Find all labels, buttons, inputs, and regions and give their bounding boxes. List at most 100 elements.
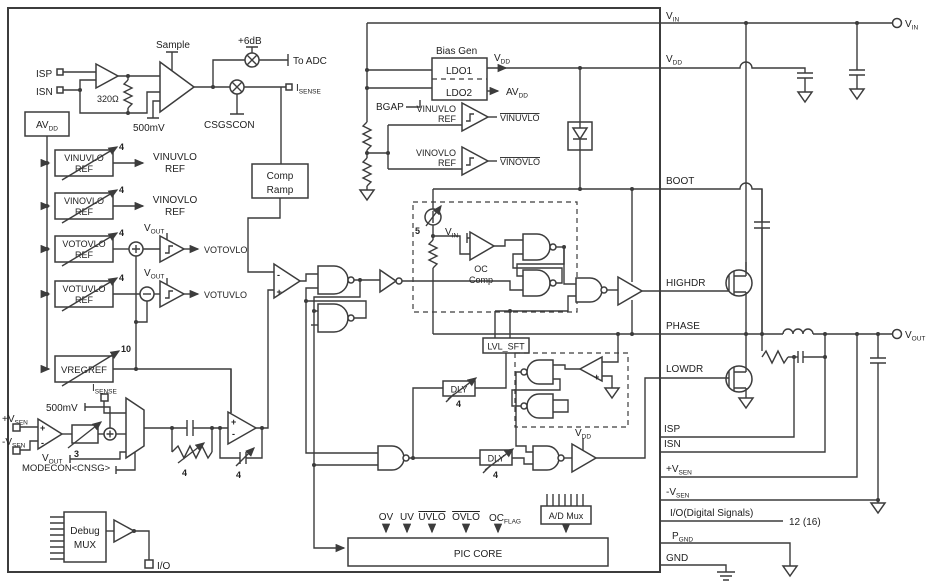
ea-vout-label: VOUT bbox=[42, 453, 62, 466]
bias-generator: Bias Gen LDO1 LDO2 VDD AVDD BGAP VINUVLO… bbox=[358, 22, 660, 202]
gain3-label: 3 bbox=[74, 449, 79, 459]
vinovlo-comparator bbox=[461, 145, 490, 177]
deadtime-comparator bbox=[578, 355, 603, 383]
avdd-reference-column: AVDD VINUVLO REF 4 VINUVLO REF VINOVLO R… bbox=[24, 111, 247, 413]
pwm-inverter bbox=[379, 268, 398, 294]
pin-vsen-n: -VSEN bbox=[666, 487, 690, 500]
votovlo-out-label: VOTOVLO bbox=[204, 245, 247, 255]
vsen-n-pin bbox=[12, 446, 21, 455]
pwm-plus: + bbox=[277, 287, 282, 297]
ea-500mv-label: 500mV bbox=[46, 403, 78, 414]
pwm-comparator-latch: Comp Ramp - + bbox=[247, 163, 523, 553]
pin-isp: ISP bbox=[664, 424, 680, 435]
oc-latch-nand-b bbox=[522, 269, 551, 297]
oc-latch-nand-a bbox=[522, 233, 551, 261]
ocflag-label: OCFLAG bbox=[489, 513, 521, 526]
pin-lowdr: LOWDR bbox=[666, 364, 703, 375]
vout-terminal-label: VOUT bbox=[905, 330, 925, 343]
avdd-out-label: AVDD bbox=[506, 87, 528, 100]
ea-isense-pin bbox=[100, 393, 109, 402]
vinuvlo-sig-l2: REF bbox=[165, 164, 185, 175]
vinovlo-ref-block bbox=[54, 192, 114, 220]
output-inductor bbox=[782, 328, 814, 335]
vinovlo-in-l2: REF bbox=[438, 158, 457, 168]
isp-label: ISP bbox=[36, 69, 52, 80]
vin-cap bbox=[849, 69, 865, 76]
pin-vdd: VDD bbox=[666, 54, 682, 67]
vdd-cap bbox=[797, 72, 813, 79]
vin-cap-ground bbox=[848, 88, 866, 101]
pin-highdr: HIGHDR bbox=[666, 278, 705, 289]
dly2-bits: 4 bbox=[493, 470, 498, 480]
right-pins: VIN VDD BOOT HIGHDR PHASE LOWDR ISP ISN … bbox=[664, 11, 753, 564]
dly2-label: DLY bbox=[488, 454, 505, 464]
vout-label-ovlo: VOUT bbox=[144, 223, 164, 236]
pin-gnd: GND bbox=[666, 553, 688, 564]
ea-isense-label: ISENSE bbox=[92, 383, 117, 396]
vinuvlo-ref-l2: REF bbox=[75, 164, 94, 174]
pic-core-row: PIC CORE OV UV UVLO OVLO OCFLAG A/D Mux bbox=[347, 494, 609, 567]
vin-terminal bbox=[891, 17, 903, 29]
votovlo-comparator bbox=[159, 234, 186, 264]
divider-resistor-bottom bbox=[361, 157, 373, 187]
isn-pin bbox=[56, 86, 64, 94]
pwm-latch-nand1 bbox=[317, 265, 349, 295]
vref-500mv-label: 500mV bbox=[133, 123, 165, 134]
pin-io-digital: I/O(Digital Signals) bbox=[670, 508, 753, 519]
votovlo-ref-block bbox=[54, 235, 114, 263]
sample-amp bbox=[159, 60, 196, 114]
chip-outline bbox=[7, 7, 661, 573]
oc-comp-l2: Comp bbox=[469, 275, 493, 285]
pin-boot: BOOT bbox=[666, 176, 694, 187]
pwm-latch-nand2 bbox=[317, 303, 349, 333]
vinuvlo-sig-l1: VINUVLO bbox=[153, 152, 197, 163]
vdd-cap-ground bbox=[796, 91, 814, 104]
output-cap bbox=[870, 357, 886, 364]
debug-mux-l1: Debug bbox=[70, 526, 99, 537]
gnd-earth bbox=[717, 571, 735, 581]
ov-label: OV bbox=[379, 512, 394, 523]
pic-core-block bbox=[347, 537, 609, 567]
votovlo-bits: 4 bbox=[119, 228, 124, 238]
lowdr-vdd-label: VDD bbox=[575, 428, 591, 441]
gain-6db-label: +6dB bbox=[238, 36, 262, 47]
highside-driver bbox=[494, 189, 660, 338]
vregref-label: VREGREF bbox=[61, 365, 107, 376]
highdr-nand bbox=[575, 277, 603, 303]
vregref-bits: 10 bbox=[121, 344, 131, 354]
ea-plus: + bbox=[231, 417, 236, 427]
io-bus-width: 12 (16) bbox=[789, 517, 821, 528]
error-amplifier-section: ISENSE +VSEN -VSEN + - 3 500mV VOUT MODE… bbox=[2, 289, 274, 480]
vsen-n-label: -VSEN bbox=[2, 437, 26, 450]
debug-mux-l2: MUX bbox=[74, 540, 97, 551]
vinuvlo-ref-l1: VINUVLO bbox=[64, 153, 104, 163]
vinuvlo-in-l1: VINUVLO bbox=[416, 104, 456, 114]
oc-sense-resistor bbox=[427, 239, 439, 269]
snubber-resistor bbox=[761, 349, 789, 365]
oc-comp-l1: OC bbox=[474, 264, 488, 274]
vinovlo-out-label: VINOVLO bbox=[500, 157, 540, 167]
external-power-stage: VIN VOUT bbox=[660, 17, 925, 581]
isense-label: ISENSE bbox=[296, 83, 321, 96]
vinovlo-ref-l1: VINOVLO bbox=[64, 196, 104, 206]
deadtime-comp-plus: + bbox=[594, 372, 599, 382]
vinovlo-ref-l2: REF bbox=[75, 207, 94, 217]
current-sense-frontend: ISP ISN 320Ω Sample 500mV +6dB To ADC IS… bbox=[36, 36, 327, 164]
isn-label: ISN bbox=[36, 87, 53, 98]
vdd-out-label: VDD bbox=[494, 53, 510, 66]
vin-terminal-label: VIN bbox=[905, 19, 918, 32]
pin-pgnd: PGND bbox=[672, 531, 693, 544]
debug-mux-block bbox=[63, 511, 107, 563]
bgap-label: BGAP bbox=[376, 102, 404, 113]
votuvlo-ref-l1: VOTUVLO bbox=[62, 284, 105, 294]
isp-pin bbox=[56, 68, 64, 76]
vout-terminal bbox=[891, 328, 903, 340]
pin-phase: PHASE bbox=[666, 321, 700, 332]
comp-cap-bits: 4 bbox=[236, 470, 241, 480]
comp-ramp-block bbox=[251, 163, 309, 199]
vsen-p-label: +VSEN bbox=[2, 414, 28, 427]
deadtime-block: + bbox=[511, 334, 629, 453]
lowside-ground bbox=[737, 397, 755, 410]
sense-diff-amp bbox=[37, 417, 64, 451]
